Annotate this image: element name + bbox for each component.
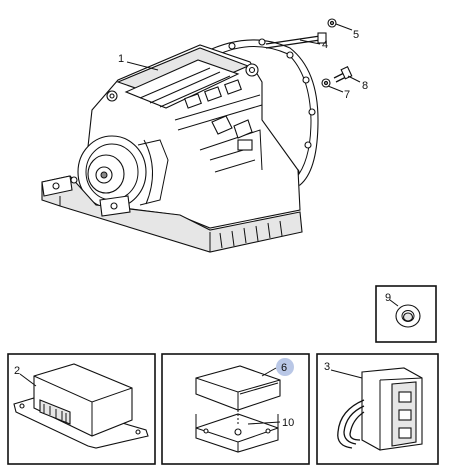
detail-box-control-unit: 2 — [7, 353, 156, 465]
detail-box-seal: 9 — [375, 285, 437, 343]
callout-number: 10 — [282, 417, 294, 429]
detail-box-module-bracket: 6 10 — [161, 353, 310, 465]
bolt-assembly-lower — [321, 66, 353, 88]
callout-number: 6 — [281, 362, 287, 374]
callout-number: 4 — [322, 39, 328, 51]
callout-number: 2 — [14, 365, 20, 377]
callout-number: 3 — [324, 361, 330, 373]
callout-5: 5 — [335, 23, 359, 41]
callout-7: 7 — [327, 85, 350, 101]
detail-box-connector: 3 — [316, 353, 439, 465]
callout-number: 7 — [344, 89, 350, 101]
transmission-assembly — [41, 38, 319, 253]
callout-number: 5 — [353, 29, 359, 41]
callout-number: 9 — [385, 292, 391, 304]
callout-number: 8 — [362, 80, 368, 92]
callout-4: 4 — [299, 39, 328, 51]
callout-1: 1 — [118, 53, 159, 71]
callout-number: 1 — [118, 53, 124, 65]
bolt-assembly-upper — [265, 18, 337, 49]
highlight-marker — [276, 358, 294, 376]
callout-8: 8 — [347, 75, 368, 92]
